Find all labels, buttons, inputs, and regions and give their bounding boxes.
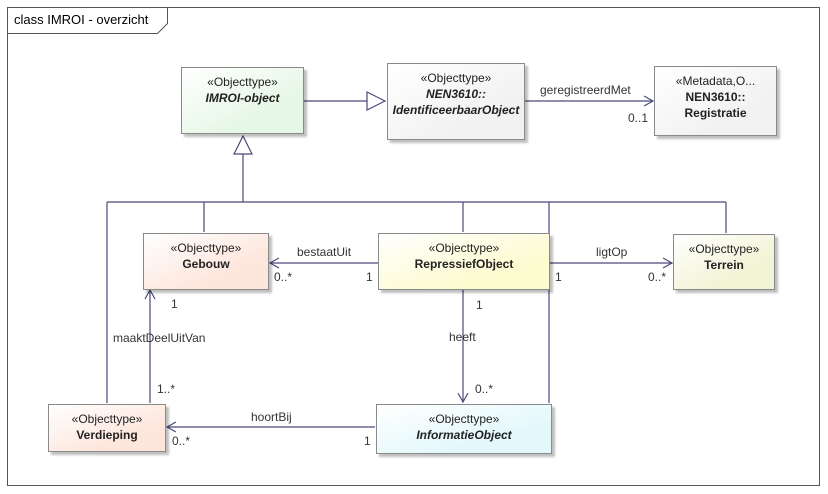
multiplicity-heeft-source: 1 [476,298,483,312]
stereotype-label: «Objecttype» [420,71,492,85]
association-ligtop [550,257,674,269]
class-name: Terrein [704,258,744,272]
stereotype-label: «Objecttype» [428,241,500,255]
multiplicity-ligtop-source: 1 [555,270,562,284]
association-maaktdeeluitvan [144,288,156,403]
class-gebouw[interactable]: «Objecttype» Gebouw [143,233,269,290]
association-bestaatuit [268,257,378,269]
class-name: IdentificeerbaarObject [392,103,520,117]
multiplicity-hoortbij-target: 0..* [172,434,191,448]
multiplicity-bestaatuit-target: 0..* [274,270,293,284]
class-registratie[interactable]: «Metadata,O... NEN3610:: Registratie [654,66,777,136]
multiplicity-maaktdeeluitvan-source: 1..* [157,382,176,396]
association-label-geregistreerdmet: geregistreerdMet [540,83,631,97]
multiplicity-ligtop-target: 0..* [648,270,667,284]
stereotype-label: «Objecttype» [207,75,278,89]
class-name: Registratie [684,106,747,120]
diagram-frame [7,7,820,486]
association-geregistreerdmet [525,95,655,107]
association-label-hoortbij: hoortBij [251,410,292,424]
stereotype-label: «Objecttype» [428,412,500,426]
class-informatie-object[interactable]: «Objecttype» InformatieObject [376,404,552,454]
multiplicity-maaktdeeluitvan-target: 1 [171,297,178,311]
class-verdieping[interactable]: «Objecttype» Verdieping [48,404,166,452]
association-label-ligtop: ligtOp [596,245,628,259]
class-repressief-object[interactable]: «Objecttype» RepressiefObject [378,233,550,290]
class-name: IMROI-object [205,91,280,105]
generalization-tree-imroi [106,134,727,403]
class-imroi-object[interactable]: «Objecttype» IMROI-object [181,67,304,134]
class-name: RepressiefObject [414,257,514,271]
association-label-bestaatuit: bestaatUit [297,245,352,259]
stereotype-label: «Objecttype» [170,241,242,255]
association-label-maaktdeeluitvan: maaktDeelUitVan [113,331,206,345]
multiplicity-hoortbij-source: 1 [364,434,371,448]
multiplicity-heeft-target: 0..* [475,382,494,396]
class-terrein[interactable]: «Objecttype» Terrein [673,234,775,290]
association-label-heeft: heeft [449,330,476,344]
class-name: InformatieObject [416,428,512,442]
frame-title: class IMROI - overzicht [14,12,149,27]
association-heeft [457,290,469,404]
generalization-imroi-identificeerbaar [304,91,387,111]
class-name: Verdieping [76,428,138,442]
class-namespace: NEN3610:: [425,87,487,101]
class-namespace: NEN3610:: [685,90,746,104]
class-identificeerbaar-object[interactable]: «Objecttype» NEN3610:: IdentificeerbaarO… [387,63,525,140]
stereotype-label: «Metadata,O... [675,74,756,88]
association-hoortbij [165,421,375,433]
stereotype-label: «Objecttype» [71,412,143,426]
multiplicity-registratie: 0..1 [628,111,649,125]
class-name: Gebouw [182,257,230,271]
multiplicity-bestaatuit-source: 1 [366,270,373,284]
stereotype-label: «Objecttype» [688,242,760,256]
